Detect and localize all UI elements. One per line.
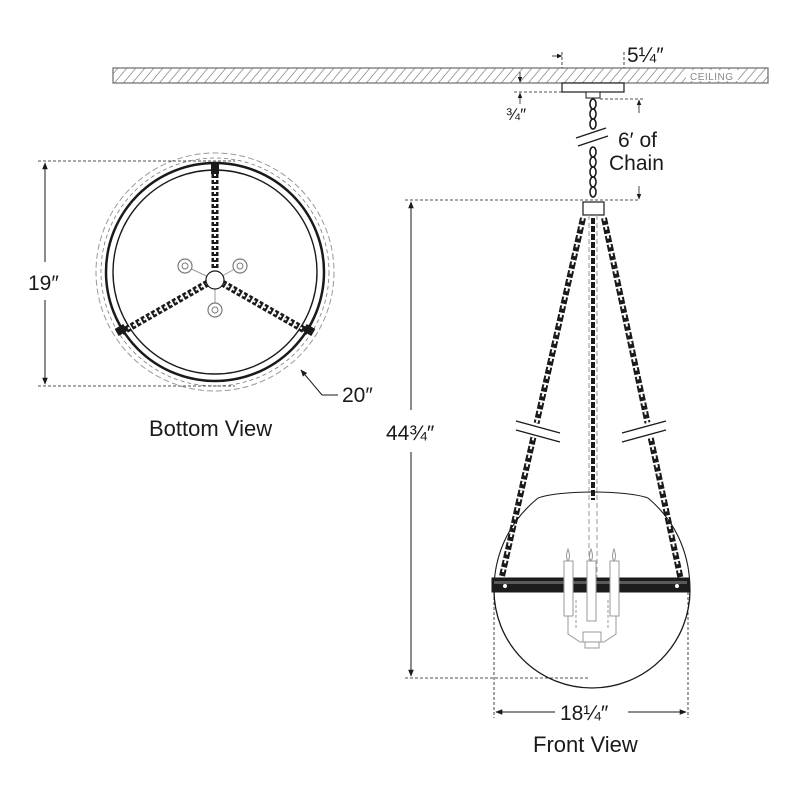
- chain-length-dimension: 6′ of Chain: [600, 98, 664, 200]
- chain-length-label-2: Chain: [609, 152, 664, 175]
- front-width-dimension: 18¼″: [493, 592, 689, 725]
- ceiling: CEILING: [112, 67, 769, 84]
- ceiling-hatch: [112, 67, 769, 84]
- bottom-center-hub: [177, 258, 248, 318]
- bottom-outer-diameter-circle: [95, 152, 335, 392]
- canopy-body: [561, 82, 625, 93]
- suspension-chain-left: [497, 217, 586, 586]
- globe-upper-right: [647, 497, 691, 591]
- globe-lower: [493, 589, 691, 689]
- bottom-depth-label: 19″: [28, 272, 59, 295]
- ceiling-label-bg: [686, 70, 738, 81]
- chain-hub: [582, 201, 605, 216]
- chain-break-left: [513, 417, 563, 445]
- canopy-width-label: 5¼″: [627, 44, 664, 67]
- top-chain: [589, 98, 597, 198]
- bottom-band-outer: [104, 161, 326, 383]
- chain-break-right: [620, 417, 670, 445]
- overall-height-label: 44¾″: [386, 422, 435, 445]
- candle-cluster: [563, 547, 620, 649]
- canopy-height-dimension: ¾″: [506, 72, 586, 124]
- bottom-diameter-label: 20″: [342, 384, 373, 407]
- canopy-loop: [585, 91, 601, 99]
- front-view-caption: Front View: [533, 732, 638, 757]
- bottom-view: 19″ 20″ Bottom View: [28, 152, 373, 441]
- chain-length-label-1: 6′ of: [618, 129, 657, 152]
- ceiling-label: CEILING: [690, 72, 734, 83]
- suspension-chain-right: [601, 217, 685, 586]
- bottom-chain-right: [215, 276, 316, 336]
- canopy-width-dimension: 5¼″: [552, 44, 664, 68]
- bottom-chain-top: [211, 164, 219, 270]
- canopy-height-label: ¾″: [506, 105, 526, 124]
- bottom-diameter-dimension: 20″: [300, 369, 373, 407]
- front-width-label: 18¼″: [560, 702, 609, 725]
- bottom-depth-dimension: 19″: [28, 160, 235, 387]
- overall-height-dimension: 44¾″: [386, 199, 640, 679]
- front-view: 18¼″ Front View: [491, 201, 691, 757]
- bottom-chain-left: [114, 276, 215, 336]
- bottom-view-caption: Bottom View: [149, 416, 272, 441]
- chain-break-top: [575, 127, 609, 147]
- canopy: [561, 82, 625, 99]
